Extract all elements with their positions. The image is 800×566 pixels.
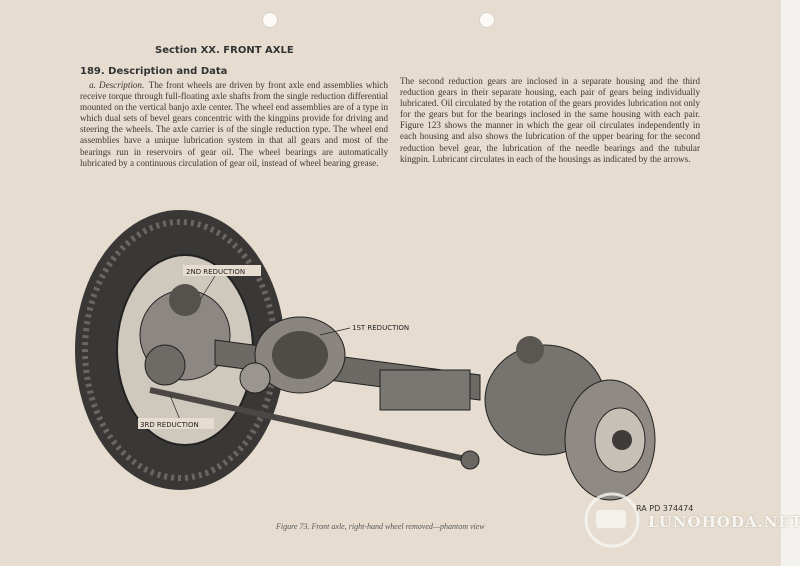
description-text: The front wheels are driven by front axl…: [80, 80, 388, 168]
figure-reference: RA PD 374474: [636, 504, 694, 513]
lubrication-text: The second reduction gears are inclosed …: [400, 76, 700, 164]
label-2nd-reduction: 2ND REDUCTION: [186, 268, 245, 276]
page-edge: [781, 0, 800, 566]
watermark-logo: [584, 492, 640, 548]
label-3rd-reduction: 3RD REDUCTION: [140, 421, 199, 429]
section-title: Section XX. FRONT AXLE: [155, 45, 294, 56]
paragraph-heading: 189. Description and Data: [80, 66, 228, 77]
figure-caption: Figure 73. Front axle, right-hand wheel …: [276, 522, 485, 531]
punch-hole: [262, 12, 278, 28]
label-1st-reduction: 1ST REDUCTION: [352, 324, 409, 332]
axle-housing: [214, 316, 481, 411]
right-column: The second reduction gears are inclosed …: [400, 76, 700, 165]
description-lead: a. Description.: [89, 80, 145, 90]
callout-lines: [169, 275, 351, 421]
right-wheel-end: [484, 336, 656, 501]
watermark-text: LUNOHODA.NET: [648, 513, 800, 531]
axle-illustration: 2ND REDUCTION 1ST REDUCTION 3RD REDUCTIO…: [75, 210, 656, 548]
punch-hole: [479, 12, 495, 28]
wheel-end-gears: [139, 284, 231, 386]
left-column: a. Description. The front wheels are dri…: [80, 80, 388, 169]
tie-rod: [149, 387, 480, 470]
